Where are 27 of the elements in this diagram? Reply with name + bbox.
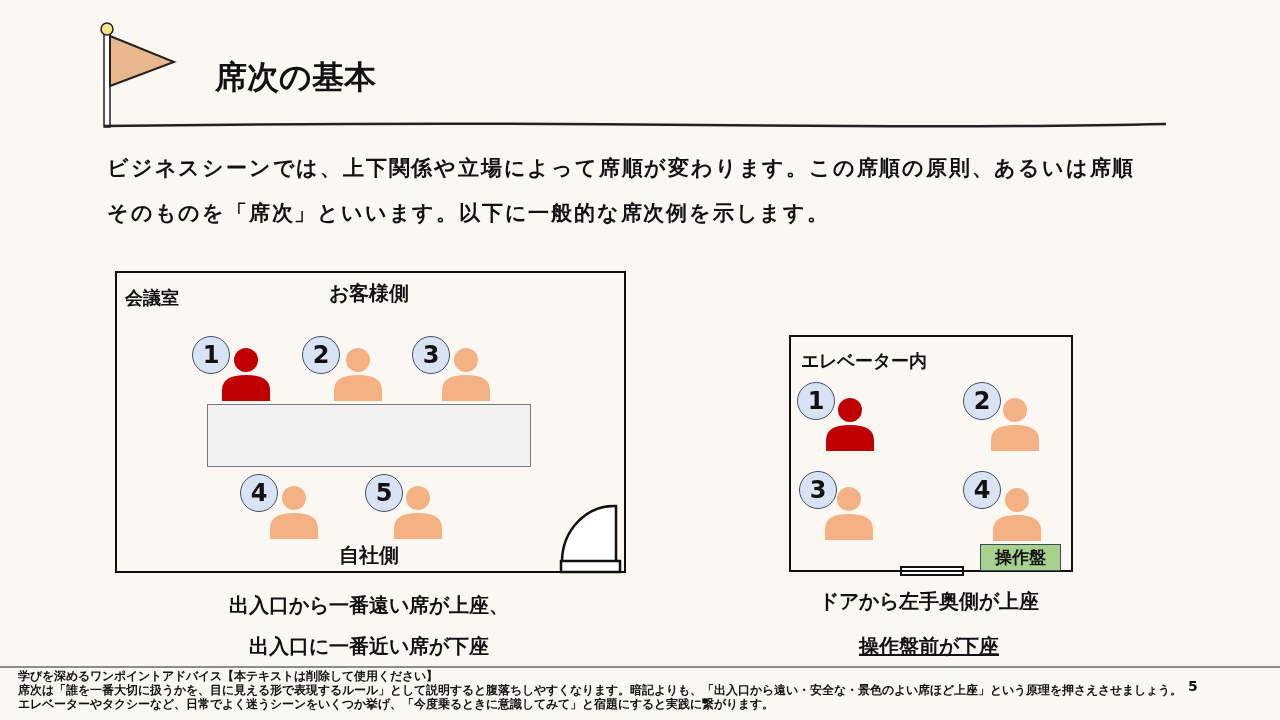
footer-note: エレベーターやタクシーなど、日常でよく迷うシーンをいくつか挙げ、「今度乗るときに意識してみて」と宿題にすると実践に繋がります。 — [18, 698, 774, 710]
room-outline — [115, 271, 626, 573]
footer-note: 席次は「誰を一番大切に扱うかを、目に見える形で表現するルール」として説明すると腹落ちしやすくなります。暗記よりも、「出入口から遠い・安全な・景色のよい席ほど上座」という原理を押さえさせましょう。 — [18, 684, 1182, 696]
seat-number-badge: 1 — [192, 336, 230, 374]
seat-number-badge: 3 — [799, 471, 837, 509]
caption: ドアから左手奥側が上座 — [818, 591, 1040, 611]
seat-number-badge: 4 — [240, 474, 278, 512]
seat-number-badge: 1 — [797, 382, 835, 420]
room-name: エレベーター内 — [801, 352, 927, 370]
elevator-outline — [789, 335, 1073, 572]
side-label: 自社側 — [339, 545, 399, 565]
title: 席次の基本 — [215, 61, 376, 93]
footer-note: 学びを深めるワンポイントアドバイス【本テキストは削除して使用ください】 — [18, 670, 438, 682]
seat-number-badge: 2 — [963, 382, 1001, 420]
room-name: 会議室 — [125, 289, 179, 307]
control-panel: 操作盤 — [980, 544, 1061, 571]
side-label: お客様側 — [329, 283, 409, 303]
page-number: 5 — [1188, 679, 1198, 693]
seat-number-badge: 3 — [412, 336, 450, 374]
seat-number-badge: 4 — [963, 471, 1001, 509]
table — [207, 404, 531, 467]
caption: 操作盤前が下座 — [859, 636, 999, 656]
caption: 出入口から一番遠い席が上座、 — [228, 595, 510, 615]
caption: 出入口に一番近い席が下座 — [248, 636, 490, 656]
seat-number-badge: 2 — [302, 336, 340, 374]
seat-number-badge: 5 — [365, 474, 403, 512]
intro-text: ビジネスシーンでは、上下関係や立場によって席順が変わります。この席順の原則、あるいは席順そのものを「席次」といいます。以下に一般的な席次例を示します。 — [107, 155, 1137, 227]
